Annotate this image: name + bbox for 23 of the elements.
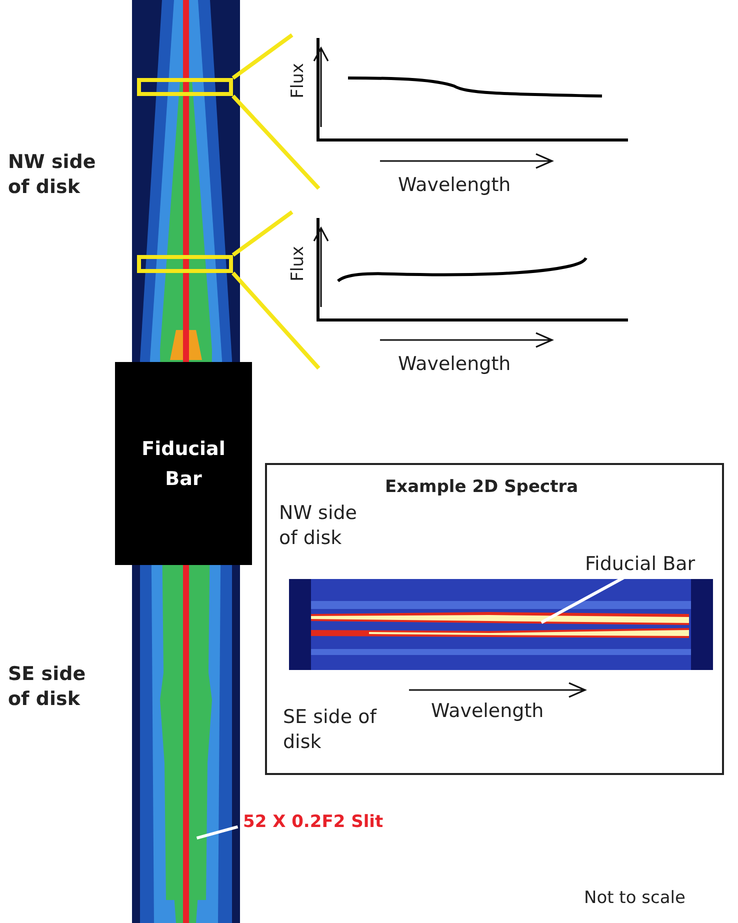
- axis-label: Flux: [287, 246, 309, 282]
- side-label: NW side of disk: [279, 501, 358, 551]
- block-label: Fiducial Bar: [140, 436, 226, 492]
- zoom-line: [232, 272, 320, 370]
- side-label: Not to scale: [584, 887, 686, 910]
- axis-label: Wavelength: [431, 699, 544, 724]
- fiducial-bar-block: [115, 362, 252, 565]
- inset-panel: [265, 463, 724, 775]
- zoom-line: [232, 94, 320, 190]
- side-label: SE side of disk: [283, 705, 378, 755]
- axis-label: Flux: [287, 63, 309, 98]
- axis-label: Wavelength: [398, 352, 511, 377]
- side-label: NW side of disk: [8, 150, 97, 200]
- zoom-box: [137, 78, 233, 96]
- axis-label: Wavelength: [398, 173, 511, 198]
- callout-label: Fiducial Bar: [585, 552, 696, 577]
- zoom-line: [232, 33, 294, 80]
- panel-title: Example 2D Spectra: [385, 476, 578, 499]
- zoom-box: [137, 255, 233, 273]
- callout-label: 52 X 0.2F2 Slit: [243, 811, 384, 834]
- side-label: SE side of disk: [8, 662, 87, 712]
- zoom-line: [232, 210, 294, 257]
- leader-line: [196, 825, 238, 840]
